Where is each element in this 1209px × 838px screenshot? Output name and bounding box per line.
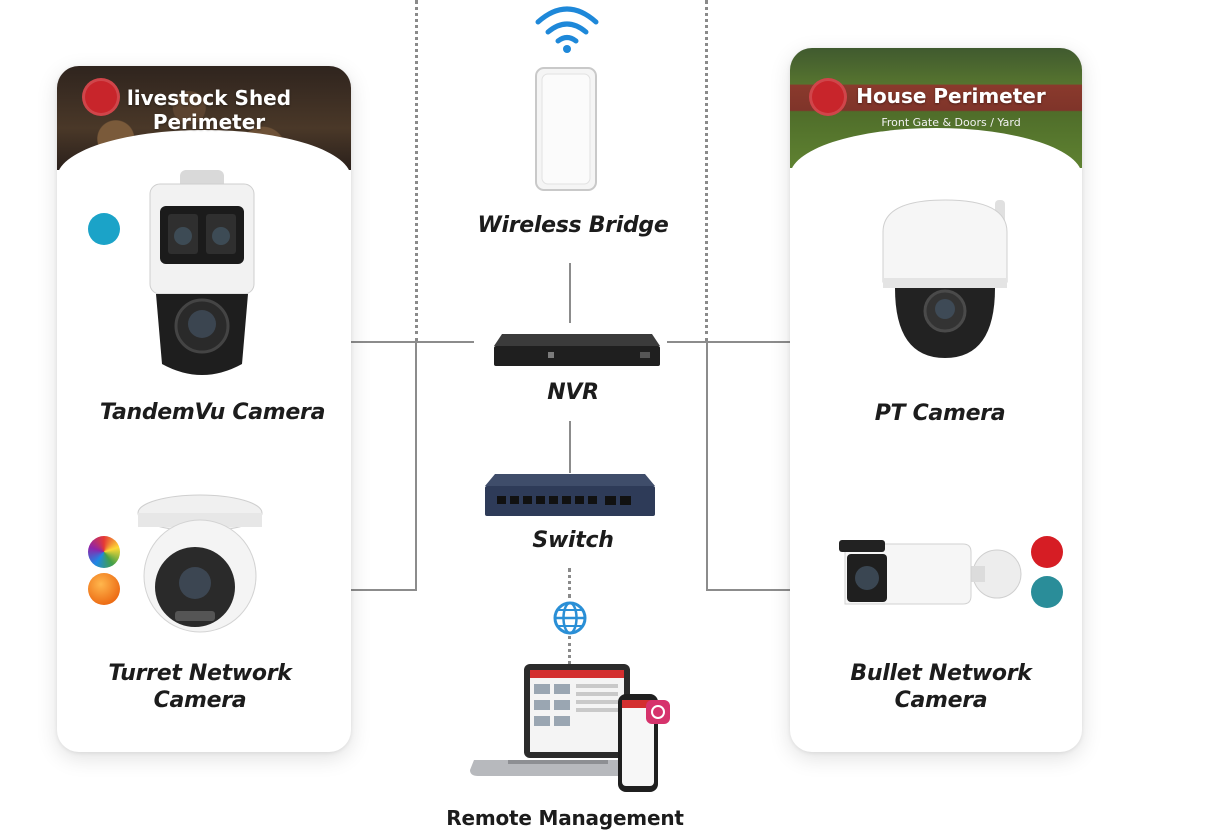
wireless-bridge-device-icon [535, 67, 597, 191]
wireless-bridge-label: Wireless Bridge [477, 213, 669, 238]
switch-device-icon [485, 474, 655, 516]
link-tandemvu-nvr [328, 341, 474, 343]
remote-management-label: Remote Management [446, 806, 684, 830]
turret-camera-icon [137, 494, 263, 633]
livestock-shed-title: livestock Shed Perimeter [126, 86, 292, 134]
link-bridge-nvr [569, 263, 571, 323]
house-perimeter-title: House Perimeter [856, 84, 1046, 108]
teal-dot-icon [88, 213, 120, 245]
link-left-vertical [415, 341, 417, 591]
link-nvr-pt [667, 341, 825, 343]
wifi-icon [535, 6, 599, 53]
tandemvu-camera-label: TandemVu Camera [99, 400, 326, 425]
nvr-device-icon [494, 334, 660, 366]
pt-camera-label: PT Camera [874, 401, 1006, 426]
dotted-globe-laptop [568, 636, 571, 670]
red-marker-icon [809, 78, 847, 116]
dotted-line-right [705, 0, 708, 342]
laptop-phone-icon [470, 664, 670, 792]
turret-camera-label: Turret Network Camera [108, 661, 292, 713]
teal-dot-icon [1031, 576, 1063, 608]
bullet-camera-label: Bullet Network Camera [850, 661, 1032, 713]
dotted-switch-globe [568, 568, 571, 598]
house-perimeter-subtitle: Front Gate & Doors / Yard [881, 116, 1021, 129]
nvr-label: NVR [547, 380, 599, 405]
red-marker-icon [82, 78, 120, 116]
link-right-vertical [706, 341, 708, 591]
switch-label: Switch [532, 528, 614, 553]
dotted-line-left [415, 0, 418, 342]
link-bullet [706, 589, 796, 591]
livestock-shed-card: livestock Shed Perimeter TandemVu Camera… [57, 66, 351, 752]
house-perimeter-card: House Perimeter Front Gate & Doors / Yar… [790, 48, 1082, 752]
link-nvr-switch [569, 421, 571, 473]
bullet-camera-icon [839, 540, 1022, 605]
globe-icon [553, 601, 587, 635]
house-perimeter-header [790, 48, 1082, 208]
orange-dot-icon [88, 573, 120, 605]
link-turret [328, 589, 417, 591]
tandemvu-camera-icon [149, 170, 255, 375]
pt-camera-icon [882, 199, 1008, 358]
rainbow-dot-icon [88, 536, 120, 568]
red-dot-icon [1031, 536, 1063, 568]
